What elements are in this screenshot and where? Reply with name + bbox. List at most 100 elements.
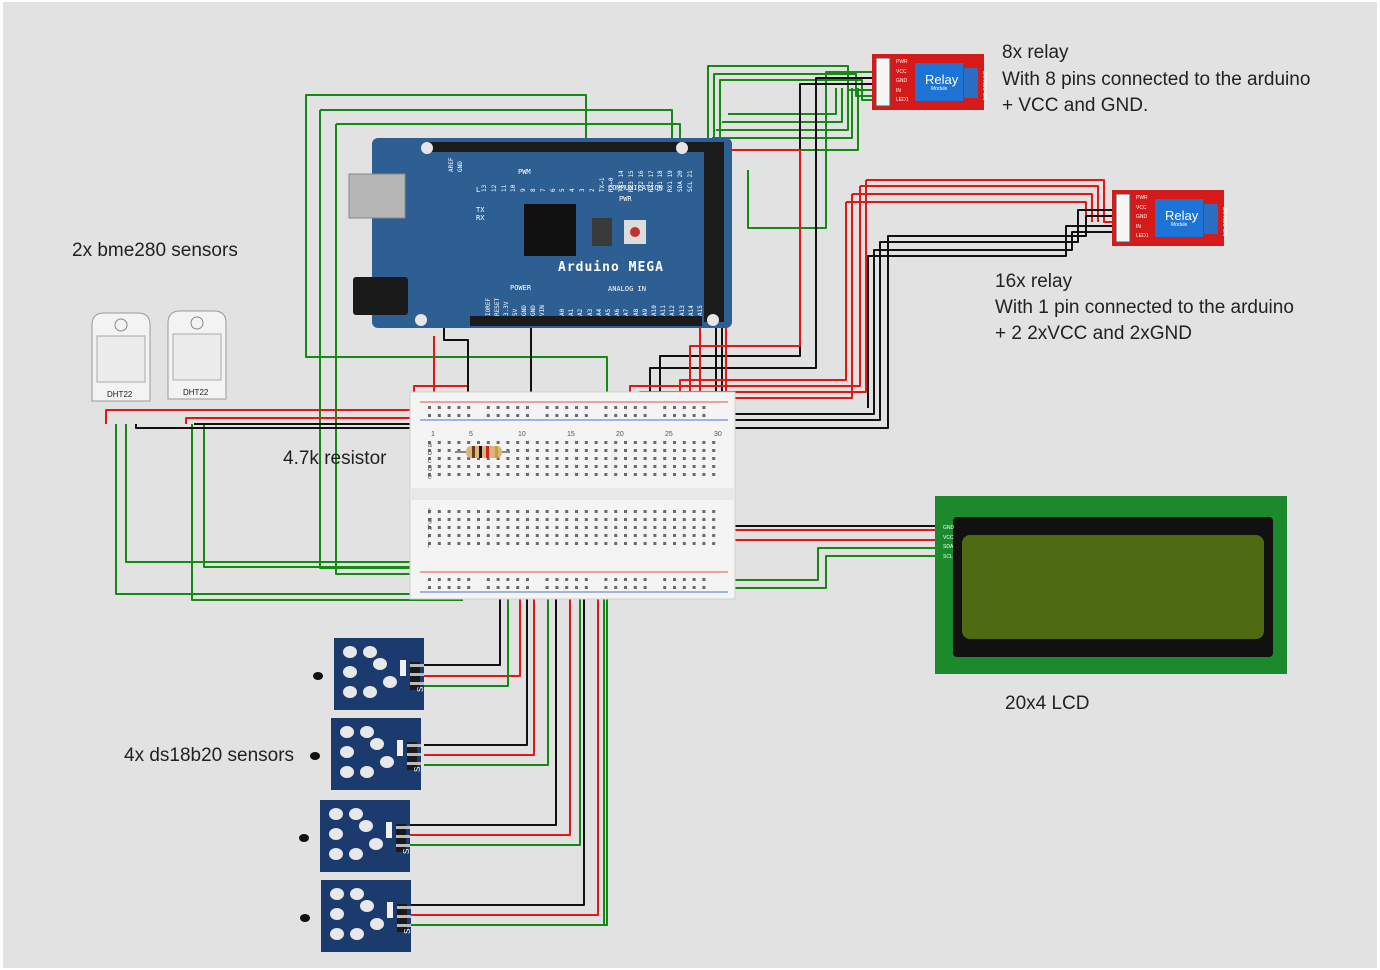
breadboard-col-number: 25 xyxy=(665,431,673,438)
wire-red-48 xyxy=(689,149,801,411)
arduino-pin-label: 5 xyxy=(559,188,567,192)
wire-green-7 xyxy=(191,424,463,601)
dht22-label-2: DHT22 xyxy=(183,388,209,397)
wire-black-34 xyxy=(410,482,585,906)
relay-pin-label: PWR xyxy=(896,59,908,65)
bme280-caption: 2x bme280 sensors xyxy=(72,240,238,261)
wire-green-65 xyxy=(712,547,940,581)
arduino-pin-label: TX→1 xyxy=(598,177,606,192)
wire-green-43 xyxy=(722,88,843,123)
breadboard-col-number: 15 xyxy=(567,431,575,438)
arduino-l-label: L xyxy=(476,186,481,194)
relay16-title: 16x relay xyxy=(995,271,1073,292)
wire-red-29 xyxy=(424,482,535,756)
arduino-pin-label: SDA 20 xyxy=(677,170,684,192)
arduino-gnd-label: GND xyxy=(457,161,464,172)
wire-green-3 xyxy=(336,123,681,142)
ds18b20-caption: 4x ds18b20 sensors xyxy=(124,745,295,766)
wire-red-57 xyxy=(679,202,847,410)
relay-pin-label: VCC xyxy=(896,68,907,75)
wire-green-39 xyxy=(719,79,877,142)
wire-green-33 xyxy=(410,482,581,846)
arduino-power-label: POWER xyxy=(510,284,532,292)
breadboard-col-number: 10 xyxy=(518,431,526,438)
relay-pin-label: GND xyxy=(1136,214,1148,220)
wire-red-64 xyxy=(681,410,940,541)
wire-red-35 xyxy=(410,482,599,916)
arduino-analog-pin-label: A12 xyxy=(669,305,677,316)
arduino-pin-label: RX2 17 xyxy=(647,170,655,192)
wire-black-46 xyxy=(659,83,877,411)
arduino-communication-label: COMMUNICATION xyxy=(608,184,663,192)
relay-pin-label: GND xyxy=(896,78,908,84)
wire-green-4 xyxy=(335,124,456,575)
ds18b20-s-label: S xyxy=(403,928,412,934)
arduino-analog-pin-label: A2 xyxy=(577,308,585,316)
arduino-analog-pin-label: A3 xyxy=(586,308,594,316)
relay8-label: Relay xyxy=(925,72,959,87)
arduino-pwm-label: PWM xyxy=(518,168,531,176)
relay8-sublabel: Module xyxy=(931,86,948,92)
wire-black-61 xyxy=(867,225,1120,408)
wire-green-66 xyxy=(716,555,940,589)
arduino-analog-pin-label: A10 xyxy=(651,305,658,316)
lcd-pin-label: VCC xyxy=(943,534,954,541)
breadboard-col-number: 20 xyxy=(616,431,624,438)
arduino-analog-pin-label: A0 xyxy=(559,308,566,316)
relay8-terminal-label: NO COM NC xyxy=(983,70,989,100)
wire-red-54 xyxy=(639,180,867,410)
arduino-analog-pin-label: A6 xyxy=(614,308,622,316)
wire-black-28 xyxy=(424,482,528,746)
relay-pin-label: VCC xyxy=(1136,204,1147,211)
relay-pin-label: IN xyxy=(896,87,901,94)
relay8-pin-labels: PWR VCC GND IN LED1 xyxy=(896,58,909,106)
breadboard-row-letter: a xyxy=(428,442,432,449)
arduino-analog-pin-label: A4 xyxy=(595,308,603,316)
wire-green-5 xyxy=(115,424,448,595)
wire-red-32 xyxy=(410,482,571,836)
breadboard-row-letter: d xyxy=(428,466,432,473)
breadboard-row-letter: j xyxy=(428,541,430,548)
arduino-analog-pin-label: A5 xyxy=(605,308,612,316)
breadboard-col-number: 5 xyxy=(469,431,473,438)
resistor-caption: 4.7k resistor xyxy=(283,448,387,469)
lcd-caption: 20x4 LCD xyxy=(1005,693,1090,714)
breadboard-row-letter: c xyxy=(428,458,432,465)
relay16-sublabel: Module xyxy=(1171,222,1188,228)
arduino-power-pin-label: RESET xyxy=(494,297,501,316)
relay16-terminal-label: NO COM NC xyxy=(1223,206,1229,236)
arduino-pin-label: 2 xyxy=(588,188,596,192)
ds18b20-s-label: S xyxy=(416,686,425,692)
breadboard-row-letter: i xyxy=(428,533,430,540)
wire-black-20 xyxy=(534,404,546,440)
arduino-pin-label: 6 xyxy=(549,188,557,192)
lcd-pin-label: SCL xyxy=(943,553,953,560)
wire-green-30 xyxy=(424,482,549,766)
wire-green-41 xyxy=(712,88,853,139)
wire-red-52 xyxy=(852,193,1093,222)
arduino-power-pin-label: GND xyxy=(521,305,528,316)
wire-red-26 xyxy=(424,482,521,677)
relay16-desc-line1: With 1 pin connected to the arduino xyxy=(995,297,1294,318)
arduino-analog-pin-label: A11 xyxy=(660,305,668,316)
arduino-tx-label: TX xyxy=(476,206,485,214)
arduino-analog-pin-label: A13 xyxy=(678,305,686,316)
arduino-aref-label: AREF xyxy=(448,157,455,172)
dht22-label-1: DHT22 xyxy=(107,390,133,399)
wire-green-27 xyxy=(424,482,509,687)
relay16-desc-line2: + 2 2xVCC and 2xGND xyxy=(995,323,1192,344)
arduino-power-pin-label: GND xyxy=(530,305,537,316)
arduino-rx-label: RX xyxy=(476,214,485,222)
arduino-pin-label: TX1 18 xyxy=(657,170,665,192)
arduino-pin-label: 3 xyxy=(579,188,586,192)
breadboard-row-letter: e xyxy=(428,474,432,481)
arduino-analog-pin-label: A15 xyxy=(697,305,704,316)
arduino-pin-label: TX2 16 xyxy=(637,170,645,192)
wire-red-51 xyxy=(860,185,1099,222)
arduino-analog-pin-label: A1 xyxy=(568,308,576,316)
relay-pin-label: LED1 xyxy=(896,97,909,103)
arduino-pin-label: 4 xyxy=(569,188,577,192)
arduino-analog-pin-label: A7 xyxy=(623,308,631,316)
wire-green-0 xyxy=(305,94,608,926)
